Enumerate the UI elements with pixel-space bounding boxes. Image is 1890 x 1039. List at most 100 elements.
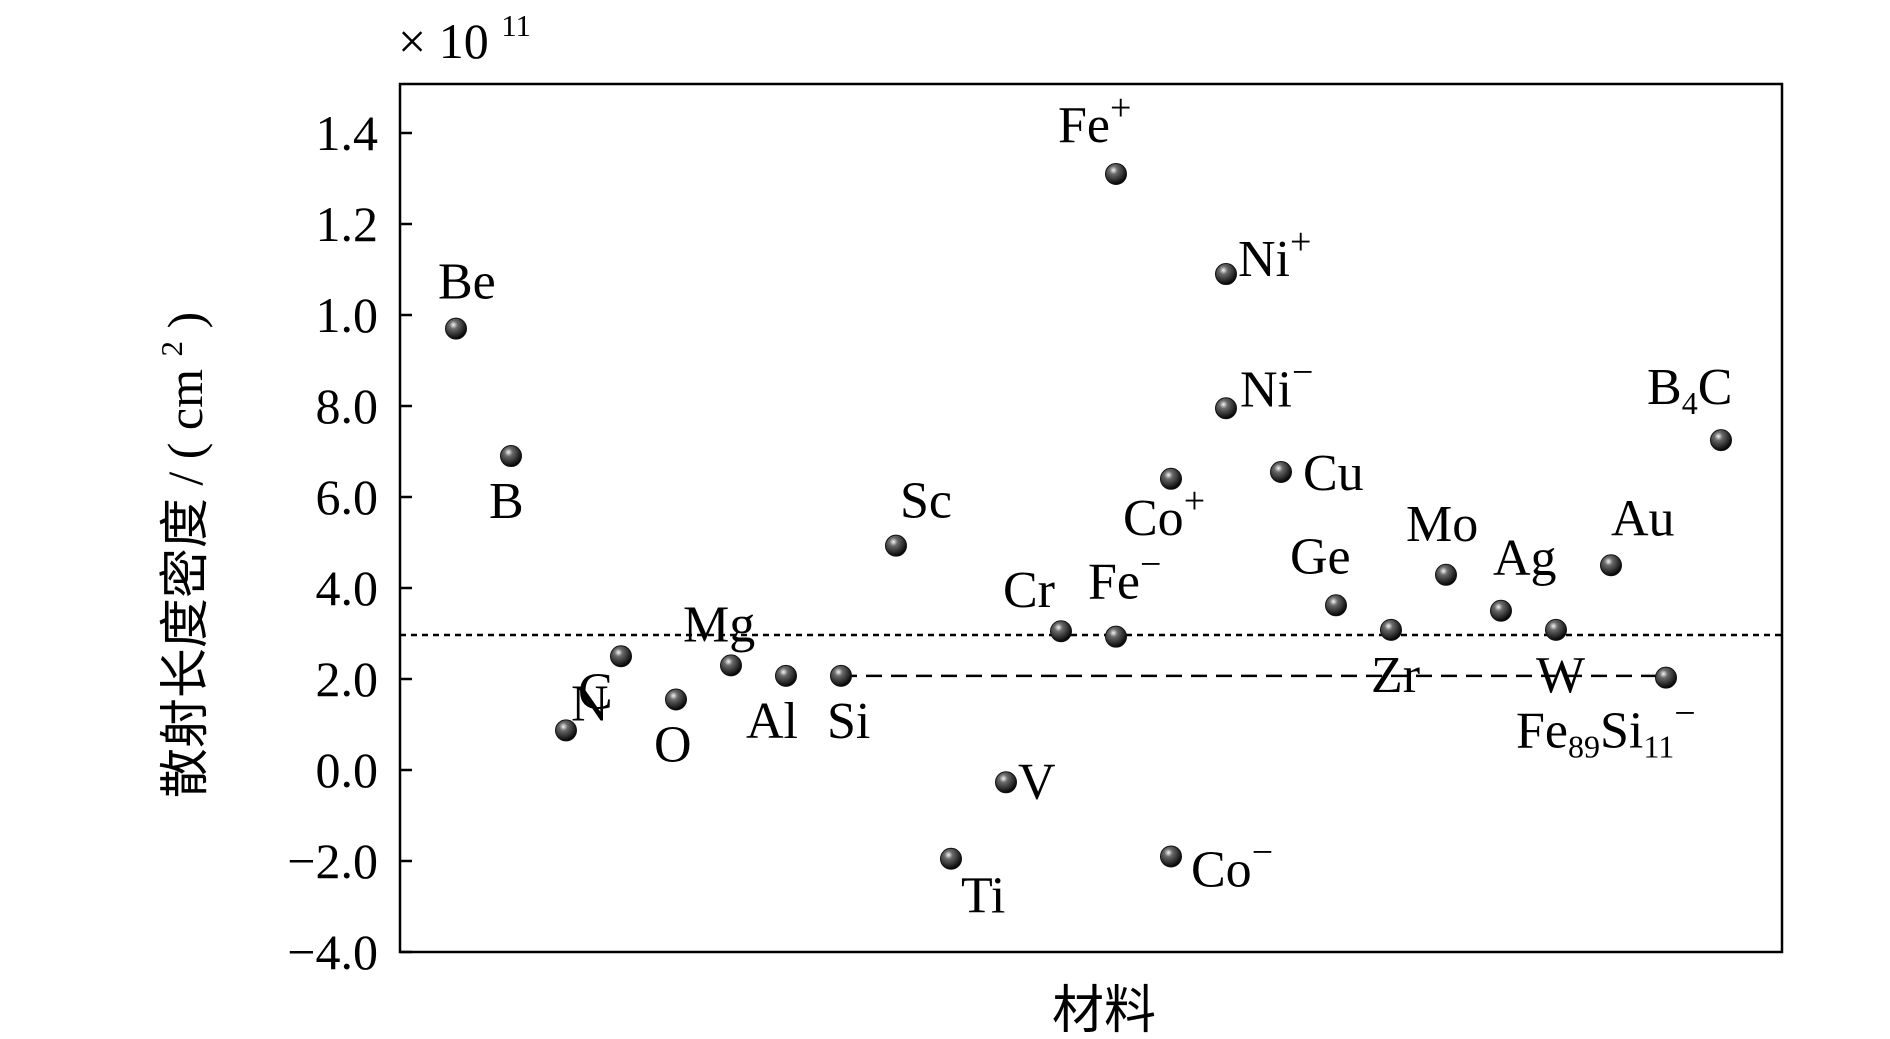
reference-lines <box>400 633 1782 678</box>
point-label-sup: − <box>1140 544 1161 586</box>
point-label: Fe89Si11− <box>1516 693 1696 765</box>
point-label-main: Zr <box>1371 647 1420 704</box>
point-label-main: Sc <box>900 473 952 530</box>
point-label: Mg <box>683 596 755 653</box>
point-label: Ag <box>1493 530 1557 587</box>
data-point <box>885 534 907 557</box>
data-point <box>995 771 1017 794</box>
y-tick-label: 6.0 <box>316 469 379 525</box>
point-label-main: Mg <box>683 596 755 653</box>
data-point <box>1215 263 1237 286</box>
point-label-main: Al <box>746 693 798 750</box>
point-label: Ge <box>1290 528 1351 585</box>
y-multiplier-prefix: × 10 <box>398 13 489 69</box>
point-label: Ti <box>961 868 1005 925</box>
point-label-sub: 4 <box>1682 385 1698 421</box>
y-axis-label: 散射长度密度 / ( cm 2 ) <box>137 312 213 798</box>
point-label-main: Ag <box>1493 530 1557 587</box>
y-tick-label: 4.0 <box>316 560 379 616</box>
point-label-main: Ni <box>1238 231 1290 288</box>
data-point <box>1545 618 1567 641</box>
point-label-main: Fe <box>1058 97 1110 154</box>
data-point <box>830 664 852 687</box>
point-label: B4C <box>1647 359 1732 421</box>
x-axis-label: 材料 <box>1052 983 1156 1039</box>
point-label: Si <box>827 693 870 750</box>
point-label: Be <box>438 254 496 311</box>
point-label: Fe+ <box>1058 87 1131 154</box>
point-label: Au <box>1611 490 1675 547</box>
point-label-main: V <box>1018 753 1056 810</box>
data-point <box>665 688 687 711</box>
y-axis-label-sup: 2 <box>154 341 189 357</box>
point-label-sup: − <box>1252 831 1273 873</box>
y-tick-label: −2.0 <box>287 833 378 889</box>
data-point <box>1105 625 1127 648</box>
point-label: Mo <box>1406 496 1478 553</box>
point-label: B <box>489 473 524 530</box>
point-label-main: Cr <box>1003 562 1055 619</box>
point-label: Cr <box>1003 562 1055 619</box>
data-point <box>1380 618 1402 641</box>
point-label-main: Fe <box>1088 554 1140 611</box>
point-label: W <box>1536 647 1585 704</box>
y-tick-label: 1.4 <box>316 105 379 161</box>
y-tick-label: −4.0 <box>287 924 378 980</box>
point-label-sup: + <box>1290 221 1311 263</box>
point-label: Zr <box>1371 647 1420 704</box>
point-label: Cu <box>1303 445 1364 502</box>
point-label-sup: + <box>1110 87 1131 129</box>
point-label: V <box>1018 753 1056 810</box>
y-tick-label: 8.0 <box>316 378 379 434</box>
point-label-main: Ge <box>1290 528 1351 585</box>
data-point <box>500 445 522 468</box>
point-label-tail-sup: − <box>1674 693 1695 735</box>
point-label-main: Mo <box>1406 496 1478 553</box>
data-point <box>1105 162 1127 185</box>
point-label-tail: C <box>1698 359 1733 416</box>
point-label-tail-sub: 11 <box>1643 729 1674 765</box>
point-label-main: B <box>1647 359 1682 416</box>
point-label-main: W <box>1536 647 1585 704</box>
data-point <box>555 719 577 742</box>
point-label: Co− <box>1191 831 1273 898</box>
y-tick-label: 1.2 <box>316 196 379 252</box>
point-label-tail: Si <box>1600 703 1643 760</box>
data-point <box>1160 467 1182 490</box>
point-label-sup: + <box>1184 480 1205 522</box>
data-point <box>1215 397 1237 420</box>
data-point <box>1655 666 1677 689</box>
point-label: N <box>571 675 609 732</box>
plot-frame <box>398 82 1784 954</box>
point-label-main: Co <box>1191 841 1252 898</box>
data-point <box>1600 554 1622 577</box>
point-label-sup: − <box>1292 351 1313 393</box>
y-axis-ticks: −4.0−2.00.02.04.06.08.01.01.21.4 <box>287 105 412 980</box>
data-point <box>1270 460 1292 483</box>
point-label-main: N <box>571 675 609 732</box>
data-point <box>1490 599 1512 622</box>
data-point <box>610 645 632 668</box>
y-axis-label-close: ) <box>157 312 213 329</box>
point-label-main: Co <box>1123 490 1184 547</box>
data-point <box>1710 429 1732 452</box>
y-tick-label: 1.0 <box>316 287 379 343</box>
point-label-main: Be <box>438 254 496 311</box>
point-label-sub: 89 <box>1568 729 1600 765</box>
point-label-main: Si <box>827 693 870 750</box>
point-label-main: Ti <box>961 868 1005 925</box>
data-point <box>1160 845 1182 868</box>
y-multiplier: × 10 11 <box>398 8 531 69</box>
point-label: Ni+ <box>1238 221 1311 288</box>
data-point <box>720 654 742 677</box>
point-label: C <box>578 663 613 720</box>
point-label: Fe− <box>1088 544 1161 611</box>
point-label-main: Cu <box>1303 445 1364 502</box>
data-point <box>940 847 962 870</box>
data-point <box>1325 594 1347 617</box>
point-label: O <box>654 716 692 773</box>
y-axis-label-main: 散射长度密度 / ( cm <box>157 369 213 798</box>
point-label: Sc <box>900 473 952 530</box>
